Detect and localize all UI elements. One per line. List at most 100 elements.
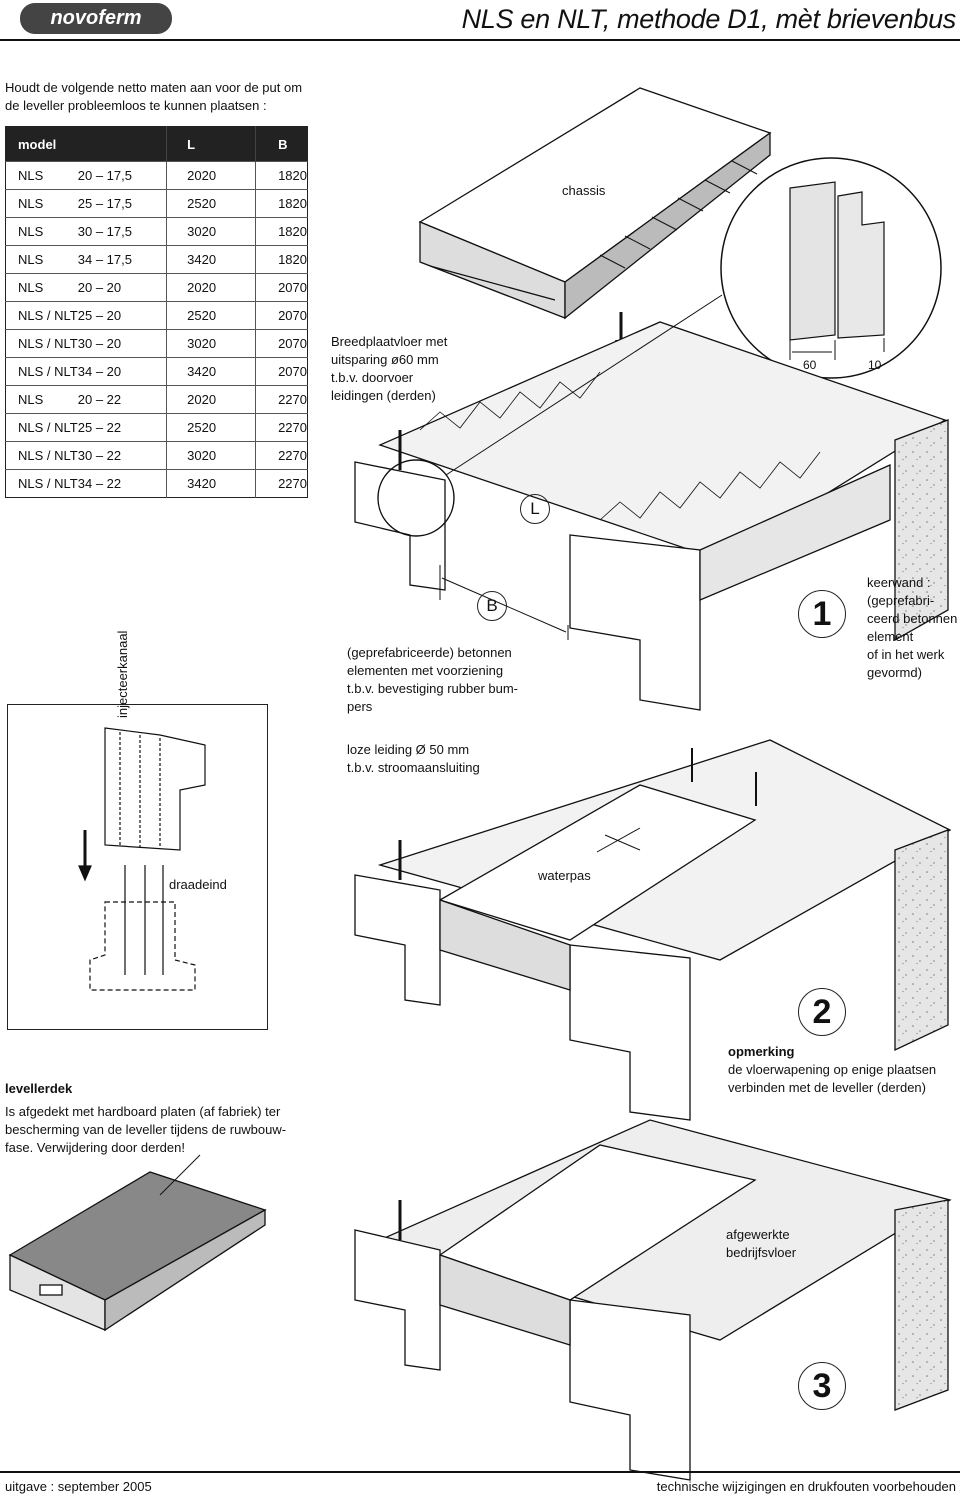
dim-10: 10 — [868, 358, 882, 372]
label-opmerking: opmerking de vloerwapening op enige plaa… — [728, 1043, 936, 1097]
cell-model: NLS — [5, 161, 78, 190]
label-line: elementen met voorziening — [347, 663, 504, 678]
cell-B: 2270 — [255, 441, 308, 470]
footer-rule — [0, 1471, 960, 1473]
label-line: Breedplaatvloer met — [331, 334, 448, 349]
cell-size: 25 – 22 — [77, 413, 167, 442]
novoferm-logo: novoferm — [20, 3, 172, 34]
cell-size: 20 – 20 — [77, 273, 167, 302]
label-line: t.b.v. stroomaansluiting — [347, 760, 480, 775]
detail-circle-small — [377, 459, 455, 537]
page-title: NLS en NLT, methode D1, mèt brievenbus — [461, 4, 957, 34]
label-line: Is afgedekt met hardboard platen (af fab… — [5, 1104, 281, 1119]
label-line: leidingen (derden) — [331, 388, 436, 403]
label-L: L — [520, 494, 550, 524]
cell-size: 20 – 22 — [77, 385, 167, 414]
label-line: gevormd) — [867, 665, 922, 680]
label-line: bedrijfsvloer — [726, 1245, 797, 1260]
cell-L: 3020 — [166, 217, 256, 246]
cell-L: 2020 — [166, 161, 256, 190]
cell-size: 30 – 17,5 — [77, 217, 167, 246]
cell-size: 34 – 17,5 — [77, 245, 167, 274]
cell-L: 3420 — [166, 469, 256, 498]
label-line: t.b.v. bevestiging rubber bum- — [347, 681, 519, 696]
footer-disclaimer: technische wijzigingen en drukfouten voo… — [656, 1479, 956, 1494]
intro-text: Houdt de volgende netto maten aan voor d… — [5, 80, 303, 113]
cell-B: 1820 — [255, 217, 308, 246]
label-line: pers — [347, 699, 373, 714]
step3-base — [354, 1119, 952, 1481]
cell-L: 3020 — [166, 441, 256, 470]
cell-L: 2520 — [166, 413, 256, 442]
cell-size: 30 – 20 — [77, 329, 167, 358]
label-B: B — [477, 591, 507, 621]
cell-model: NLS / NLT — [5, 329, 78, 358]
cell-L: 2020 — [166, 385, 256, 414]
footer-edition: uitgave : september 2005 — [5, 1479, 152, 1494]
label-line: of in het werk — [867, 647, 945, 662]
cell-model: NLS — [5, 189, 78, 218]
label-breedplaat: Breedplaatvloer met uitsparing ø60 mm t.… — [331, 333, 447, 405]
cell-model: NLS / NLT — [5, 413, 78, 442]
cell-size: 34 – 20 — [77, 357, 167, 386]
cell-L: 2520 — [166, 301, 256, 330]
label-line: uitsparing ø60 mm — [331, 352, 439, 367]
dim-60: 60 — [803, 358, 817, 372]
step-3-badge: 3 — [798, 1362, 846, 1410]
cell-model: NLS / NLT — [5, 441, 78, 470]
detail-circle-gap — [720, 157, 942, 379]
cell-model: NLS — [5, 245, 78, 274]
label-line: loze leiding Ø 50 mm — [347, 742, 470, 757]
cell-B: 2070 — [255, 357, 308, 386]
label-line: element — [867, 629, 914, 644]
cell-B: 1820 — [255, 189, 308, 218]
levellerdek-title: levellerdek — [5, 1081, 73, 1096]
cell-model: NLS — [5, 273, 78, 302]
cell-B: 2270 — [255, 385, 308, 414]
header-rule — [0, 39, 960, 41]
inset-injection-detail — [7, 704, 268, 1030]
cell-size: 25 – 20 — [77, 301, 167, 330]
label-loze-leiding: loze leiding Ø 50 mm t.b.v. stroomaanslu… — [347, 741, 480, 777]
cell-model: NLS — [5, 385, 78, 414]
cell-B: 1820 — [255, 245, 308, 274]
detail-leader — [445, 294, 723, 476]
cell-L: 3420 — [166, 357, 256, 386]
cell-L: 3020 — [166, 329, 256, 358]
cell-size: 30 – 22 — [77, 441, 167, 470]
label-levellerdek: levellerdek Is afgedekt met hardboard pl… — [5, 1080, 286, 1157]
label-line: fase. Verwijdering door derden! — [5, 1140, 185, 1155]
cell-L: 3420 — [166, 245, 256, 274]
label-waterpas: waterpas — [538, 868, 591, 883]
levellerdek-drawing — [8, 1171, 267, 1332]
cell-L: 2520 — [166, 189, 256, 218]
cell-model: NLS / NLT — [5, 301, 78, 330]
label-line: (geprefabri- — [867, 593, 935, 608]
label-afgewerkte: afgewerkte bedrijfsvloer — [726, 1226, 796, 1262]
label-line: afgewerkte — [726, 1227, 790, 1242]
label-line: t.b.v. doorvoer — [331, 370, 414, 385]
label-injecteerkanaal: injecteerkanaal — [115, 630, 130, 718]
step-1-badge: 1 — [798, 590, 846, 638]
label-draadeind: draadeind — [169, 877, 227, 892]
levellerdek-leader — [159, 1154, 201, 1196]
label-geprefab: (geprefabriceerde) betonnen elementen me… — [347, 644, 518, 716]
cell-model: NLS / NLT — [5, 469, 78, 498]
label-line: bescherming van de leveller tijdens de r… — [5, 1122, 287, 1137]
cell-size: 20 – 17,5 — [77, 161, 167, 190]
col-model: model — [5, 126, 78, 162]
cell-size: 34 – 22 — [77, 469, 167, 498]
cell-B: 2070 — [255, 329, 308, 358]
